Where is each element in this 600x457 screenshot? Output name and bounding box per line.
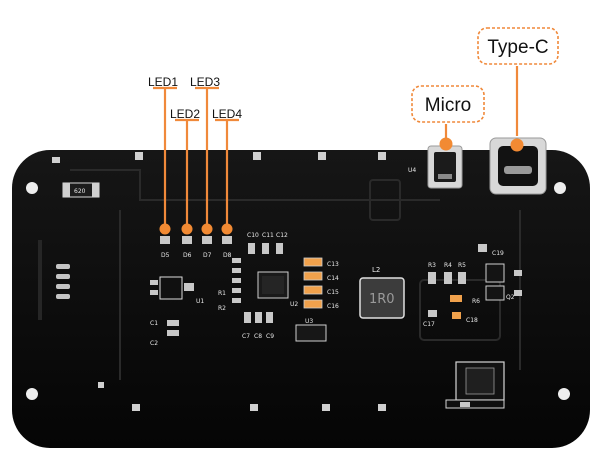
callouts bbox=[153, 66, 519, 226]
led-d5: D5 bbox=[160, 236, 170, 259]
r4-label: R4 bbox=[444, 262, 452, 269]
u4-label: U4 bbox=[408, 167, 416, 174]
resistors-r3-r5: R3 R4 R5 R6 bbox=[428, 262, 480, 305]
c2-label: C2 bbox=[150, 340, 158, 347]
d6-label: D6 bbox=[183, 252, 192, 259]
c8-label: C8 bbox=[254, 333, 262, 340]
r2-label: R2 bbox=[218, 305, 226, 312]
c7-label: C7 bbox=[242, 333, 250, 340]
resistor-620: 620 bbox=[62, 182, 100, 198]
r1-label: R1 bbox=[218, 290, 226, 297]
led-row: D5 D6 D7 D8 bbox=[160, 236, 232, 259]
c17-label: C17 bbox=[423, 321, 435, 328]
led1-label: LED1 bbox=[148, 75, 178, 89]
mounting-holes bbox=[26, 182, 570, 400]
resistor-array: R1 R2 bbox=[218, 258, 241, 312]
c15-label: C15 bbox=[327, 289, 339, 296]
led1-marker bbox=[159, 223, 171, 235]
inductor-l2: L2 1R0 bbox=[359, 266, 405, 319]
caps-c7-c9: C7 C8 C9 bbox=[242, 312, 274, 340]
led-d8: D8 bbox=[222, 236, 232, 259]
caps-c17-c18: C17 C18 bbox=[423, 310, 478, 328]
u2-ic: U2 bbox=[257, 271, 298, 308]
d8-label: D8 bbox=[223, 252, 232, 259]
led4-label: LED4 bbox=[212, 107, 242, 121]
q2-c19: C19 Q2 bbox=[478, 244, 522, 301]
c18-label: C18 bbox=[466, 317, 478, 324]
c1-label: C1 bbox=[150, 320, 158, 327]
c9-label: C9 bbox=[266, 333, 274, 340]
q2-label: Q2 bbox=[506, 294, 515, 301]
caps-c13-c16: C13 C14 C15 C16 bbox=[303, 257, 339, 310]
c19-label: C19 bbox=[492, 250, 504, 257]
led3-label: LED3 bbox=[190, 75, 220, 89]
u3-label: U3 bbox=[305, 318, 313, 325]
l2-label: L2 bbox=[372, 266, 380, 274]
type-c-callout-box bbox=[477, 27, 559, 65]
callout-dots bbox=[159, 137, 524, 235]
led2-label: LED2 bbox=[170, 107, 200, 121]
micro-callout-box bbox=[411, 85, 485, 123]
d5-label: D5 bbox=[161, 252, 170, 259]
c12-label: C12 bbox=[276, 232, 288, 239]
micro-usb-connector bbox=[427, 145, 463, 189]
d7-label: D7 bbox=[203, 252, 212, 259]
pcb-board bbox=[12, 150, 590, 448]
r6-label: R6 bbox=[472, 298, 480, 305]
c16-label: C16 bbox=[327, 303, 339, 310]
u2-label: U2 bbox=[290, 301, 298, 308]
type-c-marker bbox=[510, 138, 524, 152]
r5-label: R5 bbox=[458, 262, 466, 269]
caps-c10-c12: C10 C11 C12 bbox=[247, 232, 288, 254]
c13-label: C13 bbox=[327, 261, 339, 268]
left-connector-pads bbox=[38, 240, 70, 320]
u1-regulator: U1 C1 C2 bbox=[150, 276, 204, 347]
r3-label: R3 bbox=[428, 262, 436, 269]
resistor-marking: 620 bbox=[74, 188, 86, 195]
bottom-right-block bbox=[445, 361, 505, 409]
c11-label: C11 bbox=[262, 232, 274, 239]
inductor-marking: 1R0 bbox=[369, 292, 395, 307]
led4-marker bbox=[221, 223, 233, 235]
edge-pads-bottom bbox=[98, 382, 386, 411]
led3-marker bbox=[201, 223, 213, 235]
led-d7: D7 bbox=[202, 236, 212, 259]
c14-label: C14 bbox=[327, 275, 339, 282]
u3-ic: U3 bbox=[295, 318, 327, 342]
c10-label: C10 bbox=[247, 232, 259, 239]
micro-label: Micro bbox=[425, 95, 471, 116]
u1-label: U1 bbox=[196, 298, 204, 305]
led2-marker bbox=[181, 223, 193, 235]
type-c-label: Type-C bbox=[487, 37, 548, 58]
led-d6: D6 bbox=[182, 236, 192, 259]
edge-pads-top bbox=[52, 152, 386, 163]
board-silk-outlines bbox=[70, 169, 521, 380]
micro-marker bbox=[439, 137, 453, 151]
type-c-connector bbox=[489, 137, 547, 195]
